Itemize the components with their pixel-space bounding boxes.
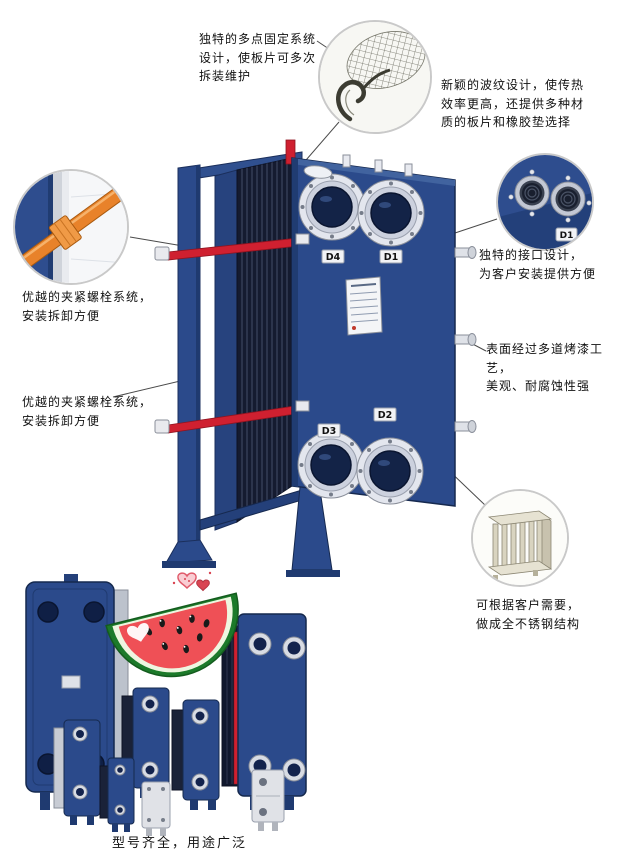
exchanger-small-b — [171, 699, 220, 810]
exchanger-tiny-blue — [99, 757, 135, 832]
note-model-range: 型号齐全，用途广泛 — [112, 836, 248, 851]
exchanger-small-white — [251, 769, 285, 831]
port-tag-label: D1 — [560, 231, 574, 241]
label-d2-text: D2 — [378, 410, 393, 421]
port-detail-illustration: D1 — [498, 155, 592, 249]
label-d4: D4 — [321, 249, 345, 264]
exchanger-tiny-white — [141, 781, 171, 836]
port-top-right — [357, 179, 425, 247]
watermelon-illustration — [105, 571, 239, 678]
nozzle-right — [550, 175, 592, 223]
nameplate — [345, 276, 383, 336]
hearts-decoration — [172, 571, 212, 592]
stainless-frame-illustration — [473, 491, 567, 585]
right-side-bolts — [454, 246, 477, 433]
plate-pack — [236, 157, 293, 523]
gasket-mesh-illustration — [320, 22, 430, 132]
port-bottom-right — [356, 437, 424, 505]
top-red-tab — [285, 139, 296, 165]
note-port-design: 独特的接口设计， 为客户安装提供方便 — [479, 248, 597, 281]
watermelon-slice — [105, 592, 239, 678]
callout-clamp-bolt — [13, 169, 129, 285]
label-d1: D1 — [379, 249, 403, 264]
tie-bolt-lower-nut — [295, 400, 310, 412]
port-top-left — [298, 173, 366, 241]
note-fixing-system: 独特的多点固定系统 设计，使板片可多次 拆装维护 — [199, 32, 317, 84]
exchanger-small-a — [121, 687, 170, 798]
note-corrugation-design: 新颖的波纹设计，使传热 效率更高，还提供多种材 质的板片和橡胶垫选择 — [441, 78, 585, 130]
exchanger-tall — [221, 613, 307, 810]
port-tag: D1 — [555, 227, 578, 242]
main-heat-exchanger-illustration: D4 D1 D3 D2 — [154, 139, 477, 577]
callout-stainless-frame — [471, 489, 569, 587]
label-d2: D2 — [373, 407, 397, 422]
clamp-bolt-illustration — [15, 171, 127, 283]
label-d4-text: D4 — [326, 252, 341, 263]
support-column — [162, 164, 216, 568]
tie-bolt-upper-nut — [295, 233, 310, 245]
model-range-illustration — [25, 574, 307, 836]
back-pressure-plate — [214, 169, 238, 531]
note-stainless-option: 可根据客户需要， 做成全不锈钢结构 — [476, 598, 581, 631]
note-clamp-bolt-upper: 优越的夹紧螺栓系统， 安装拆卸方便 — [22, 290, 153, 323]
callout-gasket-detail — [318, 20, 432, 134]
note-clamp-bolt-lower: 优越的夹紧螺栓系统， 安装拆卸方便 — [22, 395, 153, 428]
note-surface-coating: 表面经过多道烤漆工艺， 美观、耐腐蚀性强 — [486, 342, 604, 394]
exchanger-small-c — [53, 719, 101, 825]
heart-cutout — [126, 622, 149, 642]
port-bottom-left — [297, 431, 365, 499]
top-studs — [342, 154, 413, 177]
label-d1-text: D1 — [384, 252, 399, 263]
nozzle-left — [508, 169, 550, 217]
label-d3-text: D3 — [322, 426, 337, 437]
label-d3: D3 — [317, 423, 341, 438]
callout-port-detail: D1 — [496, 153, 594, 251]
